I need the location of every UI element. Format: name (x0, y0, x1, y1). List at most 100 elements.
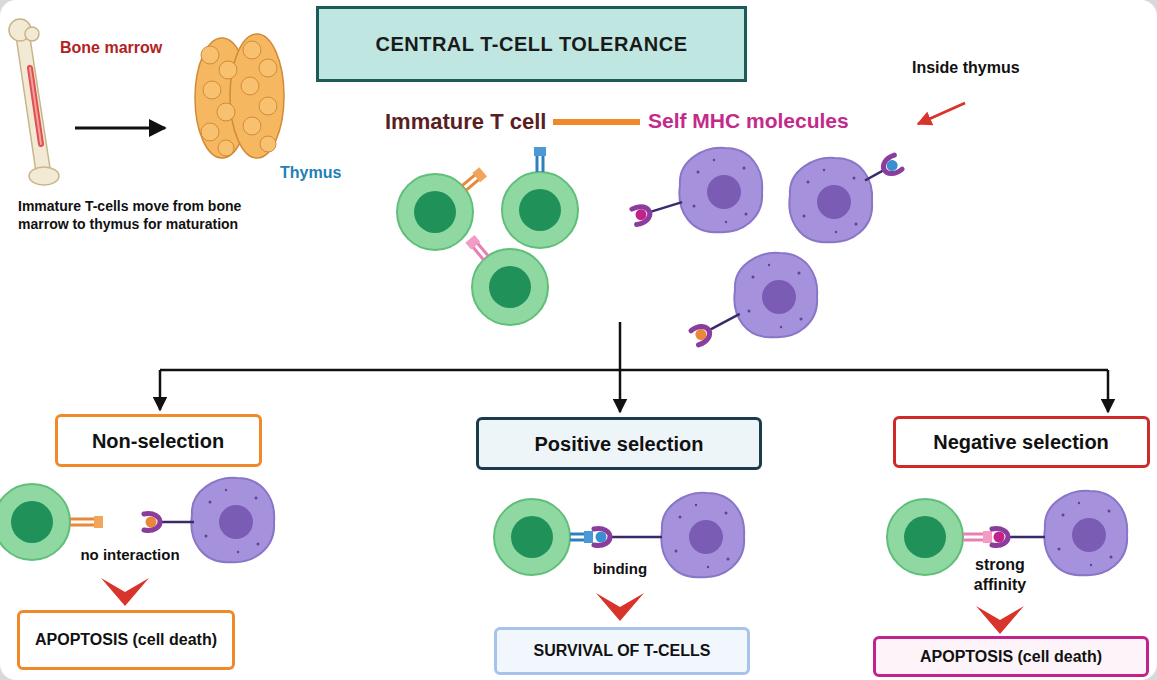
immature-t-cells (534, 147, 546, 156)
positive-selection-illustration (584, 531, 593, 543)
non-selection-illustration (144, 514, 160, 531)
thymus (201, 46, 219, 64)
branch-arrows (619, 322, 622, 412)
thymus (230, 34, 284, 158)
bone (16, 36, 50, 172)
outcome-box: SURVIVAL OF T-CELLS (494, 627, 750, 675)
branch-arrows (160, 369, 1108, 372)
outcome-box: APOPTOSIS (cell death) (17, 610, 235, 670)
branch-arrows (1107, 370, 1110, 412)
non-selection-illustration (144, 514, 194, 531)
bone (25, 27, 39, 41)
antigen-presenting-cells (865, 170, 884, 181)
non-selection-illustration (70, 516, 103, 528)
header-label: Self MHC molecules (648, 108, 878, 134)
migration-arrow (75, 127, 165, 130)
immature-t-cells (465, 235, 490, 262)
negative-selection-illustration (887, 491, 1127, 634)
antigen-presenting-cells (734, 253, 817, 337)
positive-selection-illustration (596, 532, 607, 543)
selection-box: Positive selection (476, 417, 762, 470)
immature-t-cells (534, 147, 546, 172)
header-label: Immature T cell (385, 108, 550, 136)
pointer-arrow (918, 103, 965, 124)
antigen-presenting-cells (861, 155, 902, 188)
thymus (243, 41, 261, 59)
negative-selection-illustration (1044, 491, 1127, 575)
non-selection-illustration (94, 516, 103, 528)
antigen-presenting-cells (679, 148, 762, 232)
immature-t-cells (472, 249, 548, 325)
interaction-label: no interaction (65, 546, 195, 565)
thymus (201, 123, 219, 141)
box-text: Non-selection (92, 429, 224, 453)
box-text: APOPTOSIS (cell death) (35, 630, 217, 649)
thymus (259, 59, 277, 77)
thymus (260, 136, 276, 152)
non-selection-illustration (146, 517, 157, 528)
selection-box: Negative selection (893, 416, 1150, 468)
bone (30, 68, 41, 144)
negative-selection-illustration (1008, 536, 1045, 539)
thymus (195, 34, 284, 158)
antigen-presenting-cells (709, 314, 740, 330)
thymus (241, 77, 259, 95)
branch-arrows (159, 370, 162, 410)
title-box: CENTRAL T-CELL TOLERANCE (316, 6, 747, 82)
antigen-presenting-cells (650, 202, 683, 212)
header-label: Bone marrow (60, 38, 190, 58)
thymus (217, 103, 235, 121)
antigen-presenting-cells (632, 194, 685, 225)
header-label: Thymus (280, 163, 370, 183)
bone (30, 68, 41, 144)
antigen-presenting-cells (632, 204, 652, 225)
thymus (201, 41, 277, 156)
antigen-presenting-cells (691, 306, 744, 345)
positive-selection-illustration (494, 493, 744, 621)
bone (9, 19, 59, 185)
antigen-presenting-cells (880, 155, 902, 178)
negative-selection-illustration (976, 606, 1024, 634)
box-text: APOPTOSIS (cell death) (920, 647, 1102, 666)
header-label: Inside thymus (912, 58, 1052, 78)
negative-selection-illustration (994, 532, 1005, 543)
positive-selection-illustration (661, 493, 744, 577)
antigen-presenting-cells (632, 148, 903, 345)
non-selection-illustration (101, 578, 149, 606)
bone (29, 167, 59, 185)
thymus (203, 81, 221, 99)
box-text: SURVIVAL OF T-CELLS (534, 641, 711, 660)
positive-selection-illustration (596, 593, 644, 621)
antigen-presenting-cells (691, 323, 713, 345)
non-selection-illustration (160, 521, 194, 524)
positive-selection-illustration (570, 531, 593, 543)
thymus (259, 97, 277, 115)
header-label: Immature T-cells move from bone marrow t… (18, 198, 280, 233)
immature-t-cells (460, 167, 487, 192)
outcome-box: APOPTOSIS (cell death) (873, 636, 1149, 677)
immature-t-cells (465, 235, 480, 250)
box-text: Positive selection (535, 432, 704, 456)
negative-selection-illustration (992, 529, 1008, 546)
box-text: Negative selection (933, 430, 1109, 454)
antigen-presenting-cells (789, 158, 872, 242)
immature-t-cells (397, 147, 578, 325)
branch-arrows (160, 322, 1108, 412)
positive-selection-illustration (494, 499, 570, 575)
positive-selection-illustration (610, 536, 662, 539)
immature-t-cells (472, 167, 487, 182)
negative-selection-illustration (963, 531, 992, 543)
interaction-label: strong affinity (954, 555, 1046, 595)
negative-selection-illustration (887, 499, 963, 575)
immature-t-cells (502, 172, 578, 248)
selection-box: Non-selection (55, 414, 262, 467)
positive-selection-illustration (594, 529, 610, 546)
immature-t-cells (397, 174, 473, 250)
thymus (243, 117, 261, 135)
interaction-label: binding (570, 560, 670, 579)
negative-selection-illustration (983, 531, 992, 543)
non-selection-illustration (0, 478, 274, 606)
thymus (218, 140, 234, 156)
thymus (219, 61, 237, 79)
